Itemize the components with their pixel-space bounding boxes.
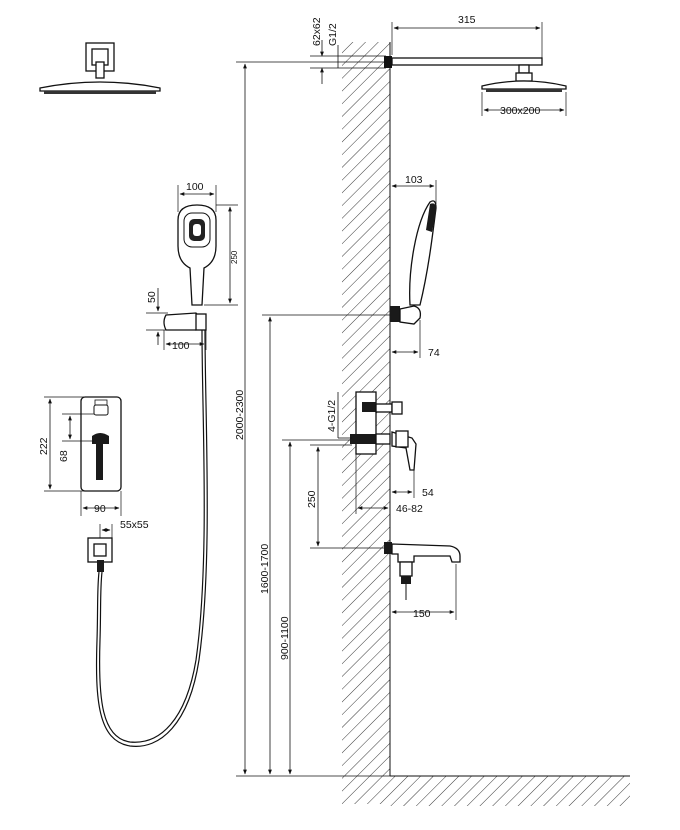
shower-hose-outline xyxy=(95,329,208,747)
rain-head-body xyxy=(39,81,161,92)
holder-projection-dimension: 74 xyxy=(391,320,440,359)
mixer-handle xyxy=(92,433,109,480)
valve-cover-plate xyxy=(80,396,122,492)
dim-wall-connection: 62x62 xyxy=(311,17,323,46)
shower-hose xyxy=(98,329,205,743)
spout-body xyxy=(391,543,461,563)
rain-head-side-nozzles xyxy=(486,89,562,92)
dim-holder-projection: 74 xyxy=(428,347,440,359)
diverter-pull xyxy=(399,561,413,577)
wall-flange xyxy=(384,56,392,68)
plate-height-dimension: 222 xyxy=(38,396,84,492)
dim-arm-length: 315 xyxy=(458,14,476,26)
dim-lever-projection: 54 xyxy=(422,487,434,499)
spout-drop-dimension: 250 xyxy=(306,444,386,549)
dim-valve-depth: 46-82 xyxy=(396,503,423,515)
wall-outlet: 55x55 xyxy=(87,519,149,572)
valve-ports-label: 4-G1/2 xyxy=(326,392,352,439)
arm-length-dimension: 315 xyxy=(391,14,543,58)
plate-width-dimension: 90 xyxy=(80,491,122,516)
dim-hand-shower-width: 100 xyxy=(186,181,204,193)
holder-width-dimension: 100 xyxy=(163,330,207,352)
hand-shower-head-side xyxy=(426,203,437,232)
rain-head-side xyxy=(481,80,567,90)
hand-shower-side xyxy=(390,200,437,325)
valve-diverter-stem xyxy=(375,403,393,413)
valve-depth-dimension: 46-82 xyxy=(355,454,423,515)
holder-mount-height-dimension: 1600-1700 xyxy=(259,314,390,775)
hand-shower-offset-dimension: 103 xyxy=(391,174,437,204)
dim-holder-height: 50 xyxy=(146,291,158,303)
diverter-button xyxy=(93,404,109,416)
dim-handle-offset: 103 xyxy=(405,174,423,186)
spray-center xyxy=(193,224,201,236)
lever-projection-dimension: 54 xyxy=(391,470,434,499)
concealed-valve xyxy=(350,391,417,471)
total-height-dimension: 2000-2300 xyxy=(234,61,390,777)
holder-wall-plate xyxy=(390,306,400,322)
arm-connector xyxy=(518,64,530,74)
holder-bracket xyxy=(195,313,207,331)
valve-mount-height-dimension: 900-1100 xyxy=(279,439,350,775)
dim-plate-width: 90 xyxy=(94,503,106,515)
holder-side xyxy=(399,305,422,325)
valve-cartridge xyxy=(360,434,376,444)
dim-holder-width: 100 xyxy=(172,340,190,352)
rain-head-nozzles xyxy=(44,91,156,94)
outlet-inner xyxy=(93,543,107,557)
dim-holder-mount-height: 1600-1700 xyxy=(259,544,271,594)
dim-spout-length: 150 xyxy=(413,608,431,620)
shower-arm-assembly xyxy=(384,56,567,92)
tub-spout xyxy=(384,542,461,600)
shower-arm xyxy=(391,57,543,66)
cartridge-stem xyxy=(375,433,391,445)
hand-shower-front xyxy=(163,204,217,331)
lever-base xyxy=(395,430,409,448)
floor-hatch xyxy=(390,776,630,806)
dim-plate-height: 222 xyxy=(38,437,50,455)
dim-handle-height: 68 xyxy=(58,450,70,462)
valve-body xyxy=(355,391,377,455)
outlet-nut xyxy=(97,560,104,572)
hose-connector xyxy=(401,576,411,584)
spout-length-dimension: 150 xyxy=(391,564,457,620)
rain-head-size-dimension: 300x200 xyxy=(481,92,567,117)
dim-wall-thread: G1/2 xyxy=(327,23,339,46)
handle-height-dimension: 68 xyxy=(58,413,94,462)
dim-rain-head-size: 300x200 xyxy=(500,105,540,117)
valve-left-port xyxy=(350,434,360,444)
spout-wall-flange xyxy=(384,542,392,554)
swivel-joint xyxy=(515,72,533,82)
dim-total-height: 2000-2300 xyxy=(234,390,246,440)
wall-section xyxy=(342,42,630,806)
dim-spout-drop: 250 xyxy=(306,490,318,508)
rain-head-top-view xyxy=(39,42,161,94)
hand-shower-width-dimension: 100 xyxy=(177,181,217,212)
dim-hand-shower-length: 250 xyxy=(230,250,239,264)
connector-neck xyxy=(95,61,105,79)
hand-shower-length-dimension: 250 xyxy=(204,204,239,306)
dim-valve-box: 55x55 xyxy=(120,519,149,531)
diverter-knob xyxy=(391,401,403,415)
valve-top-port xyxy=(362,402,376,412)
wall-connection-dimension: 62x62 G1/2 xyxy=(310,17,386,84)
dim-valve-mount-height: 900-1100 xyxy=(279,616,291,660)
dim-valve-ports: 4-G1/2 xyxy=(326,400,338,432)
